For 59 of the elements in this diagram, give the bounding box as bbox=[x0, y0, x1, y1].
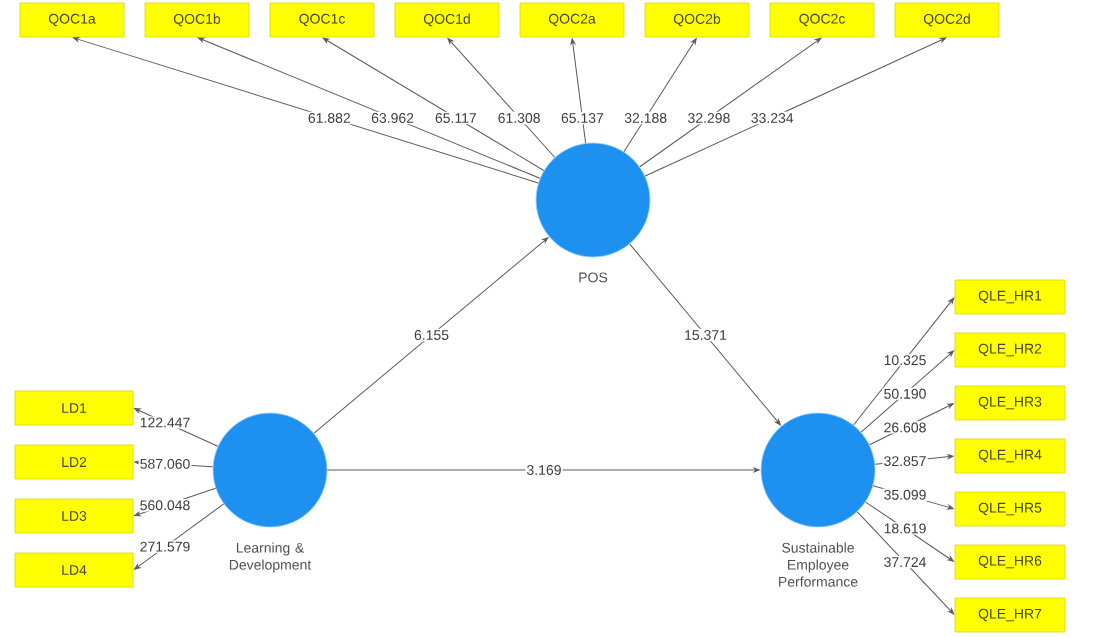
edge-label: 32.298 bbox=[686, 111, 732, 125]
construct-label: POS bbox=[579, 272, 608, 283]
edge-label: 65.137 bbox=[559, 111, 605, 125]
edge-label: 26.608 bbox=[882, 421, 928, 434]
arrow bbox=[313, 237, 549, 434]
indicator-box: QLE_HR4 bbox=[954, 438, 1066, 474]
indicator-box: QOC2a bbox=[519, 2, 625, 38]
arrow bbox=[197, 37, 541, 179]
edge-label: 33.234 bbox=[749, 111, 795, 125]
indicator-box: QLE_HR1 bbox=[954, 279, 1066, 315]
indicator-box: QLE_HR2 bbox=[954, 332, 1066, 368]
edge-label: 61.882 bbox=[306, 111, 352, 125]
indicator-box: LD3 bbox=[14, 498, 134, 534]
edge-label: 37.724 bbox=[882, 555, 928, 569]
indicator-box: QOC1d bbox=[394, 2, 500, 38]
indicator-box: QLE_HR6 bbox=[954, 544, 1066, 580]
edge-label: 35.099 bbox=[882, 488, 928, 501]
indicator-box: LD2 bbox=[14, 444, 134, 480]
arrow bbox=[860, 350, 955, 433]
edge-label: 560.048 bbox=[138, 499, 192, 512]
edge-label: 10.325 bbox=[882, 354, 928, 367]
edge-label: 18.619 bbox=[882, 522, 928, 535]
construct-label: Sustainable Employee Performance bbox=[779, 542, 858, 587]
edge-label: 63.962 bbox=[369, 111, 416, 125]
arrow bbox=[639, 37, 822, 168]
edge-label: 271.579 bbox=[138, 540, 192, 553]
arrow bbox=[644, 37, 947, 177]
arrow bbox=[623, 38, 697, 153]
edge-label: 15.371 bbox=[682, 328, 729, 342]
indicator-box: QOC1b bbox=[144, 2, 250, 38]
edge-label: 587.060 bbox=[138, 457, 192, 471]
indicator-box: QLE_HR5 bbox=[954, 491, 1066, 527]
indicator-box: QLE_HR3 bbox=[954, 385, 1066, 421]
indicator-box: QOC2c bbox=[769, 2, 875, 38]
arrow bbox=[447, 37, 556, 158]
indicator-box: QOC2b bbox=[644, 2, 750, 38]
indicator-box: LD1 bbox=[14, 390, 134, 426]
edge-label: 122.447 bbox=[138, 416, 192, 429]
arrow bbox=[326, 467, 760, 473]
edge-label: 61.308 bbox=[496, 111, 542, 125]
arrow bbox=[856, 511, 955, 615]
indicator-box: QOC1a bbox=[19, 2, 125, 38]
edge-label: 3.169 bbox=[525, 463, 563, 477]
arrow bbox=[72, 37, 539, 184]
indicator-box: LD4 bbox=[14, 552, 134, 588]
indicator-box: QOC2d bbox=[894, 2, 1000, 38]
arrow bbox=[629, 243, 781, 426]
edge-label: 65.117 bbox=[433, 111, 478, 125]
arrow bbox=[570, 38, 587, 144]
indicator-box: QOC1c bbox=[269, 2, 375, 38]
edge-label: 32.857 bbox=[882, 454, 928, 468]
arrow bbox=[134, 503, 225, 570]
edge-label: 50.190 bbox=[882, 387, 928, 400]
edge-label: 32.188 bbox=[623, 111, 669, 125]
arrow bbox=[322, 37, 545, 171]
edge-label: 6.155 bbox=[412, 328, 451, 342]
arrow bbox=[853, 297, 955, 426]
indicator-box: QLE_HR7 bbox=[954, 597, 1066, 633]
construct-label: Learning & Development bbox=[229, 542, 312, 573]
